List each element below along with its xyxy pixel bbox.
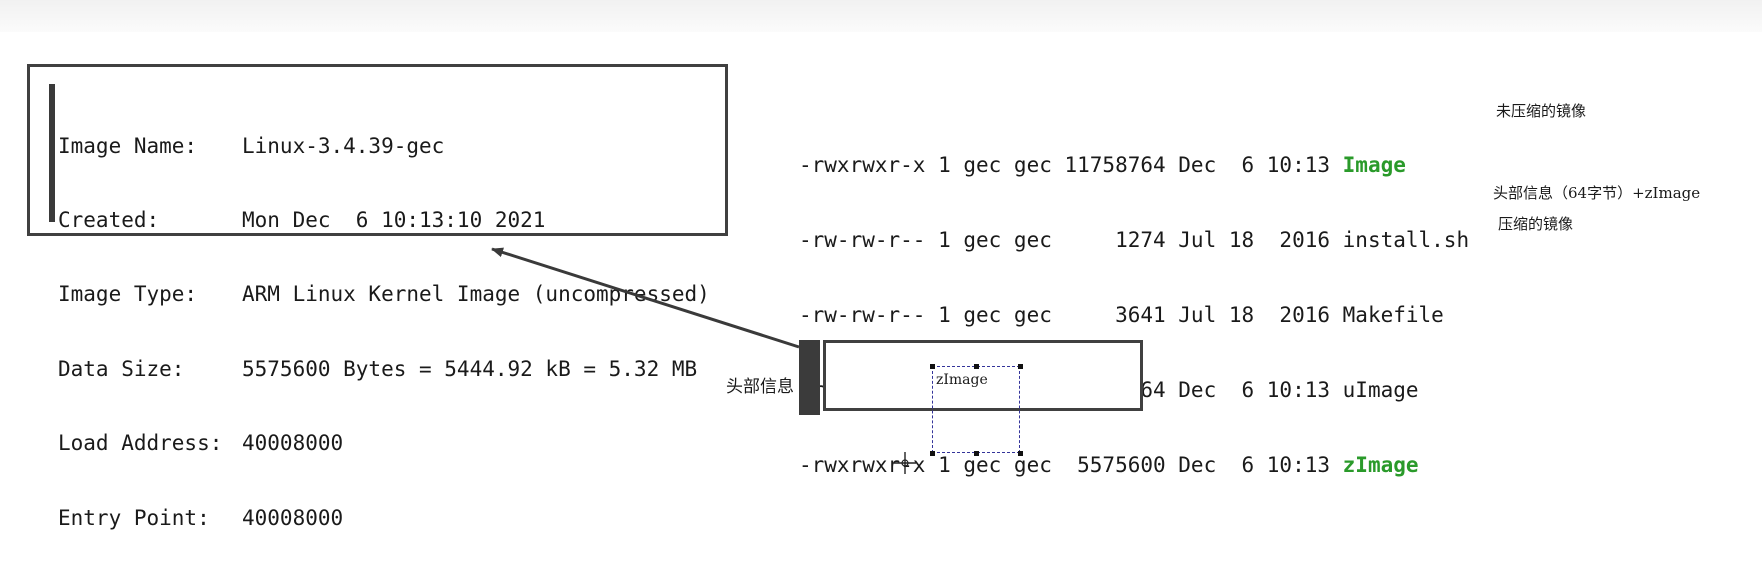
header-line-data-size: Data Size:5575600 Bytes = 5444.92 kB = 5… bbox=[58, 356, 698, 381]
top-band bbox=[0, 0, 1762, 32]
resize-handle-top[interactable] bbox=[974, 364, 979, 369]
note-uimage-header: 头部信息（64字节）+zImage bbox=[1493, 184, 1701, 202]
file-name: Makefile bbox=[1342, 303, 1444, 327]
header-line-image-name: Image Name:Linux-3.4.39-gec bbox=[58, 133, 445, 158]
crosshair-cursor-icon bbox=[894, 452, 916, 474]
header-line-entry-point: Entry Point:40008000 bbox=[58, 505, 344, 530]
zimage-label: zImage bbox=[936, 372, 988, 388]
resize-handle-bottom[interactable] bbox=[974, 451, 979, 456]
listing-row-makefile: -rw-rw-r-- 1 gec gec 3641 Jul 18 2016 Ma… bbox=[799, 303, 1444, 327]
resize-handle-bottom-right[interactable] bbox=[1018, 451, 1023, 456]
header-block[interactable] bbox=[799, 340, 820, 415]
listing-row-image: -rwxrwxr-x 1 gec gec 11758764 Dec 6 10:1… bbox=[799, 153, 1406, 177]
note-image-uncompressed: 未压缩的镜像 bbox=[1496, 102, 1587, 120]
uimage-header-box: Image Name:Linux-3.4.39-gec Created:Mon … bbox=[27, 64, 728, 530]
header-line-load-address: Load Address:40008000 bbox=[58, 431, 344, 456]
zimage-container-box[interactable] bbox=[823, 340, 1143, 411]
header-line-image-type: Image Type:ARM Linux Kernel Image (uncom… bbox=[58, 282, 710, 307]
file-name: zImage bbox=[1342, 453, 1419, 477]
text-cursor-bar bbox=[49, 84, 55, 222]
arrow-connector bbox=[491, 247, 800, 349]
resize-handle-top-right[interactable] bbox=[1018, 364, 1023, 369]
file-name: Image bbox=[1342, 153, 1406, 177]
listing-row-install-sh: -rw-rw-r-- 1 gec gec 1274 Jul 18 2016 in… bbox=[799, 228, 1470, 252]
resize-handle-top-left[interactable] bbox=[930, 364, 935, 369]
resize-handle-bottom-left[interactable] bbox=[930, 451, 935, 456]
note-zimage-compressed: 压缩的镜像 bbox=[1498, 215, 1574, 233]
header-line-created: Created:Mon Dec 6 10:13:10 2021 bbox=[58, 207, 546, 232]
file-name: uImage bbox=[1342, 378, 1419, 402]
file-name: install.sh bbox=[1342, 228, 1470, 252]
label-header-info: 头部信息 bbox=[726, 377, 794, 397]
